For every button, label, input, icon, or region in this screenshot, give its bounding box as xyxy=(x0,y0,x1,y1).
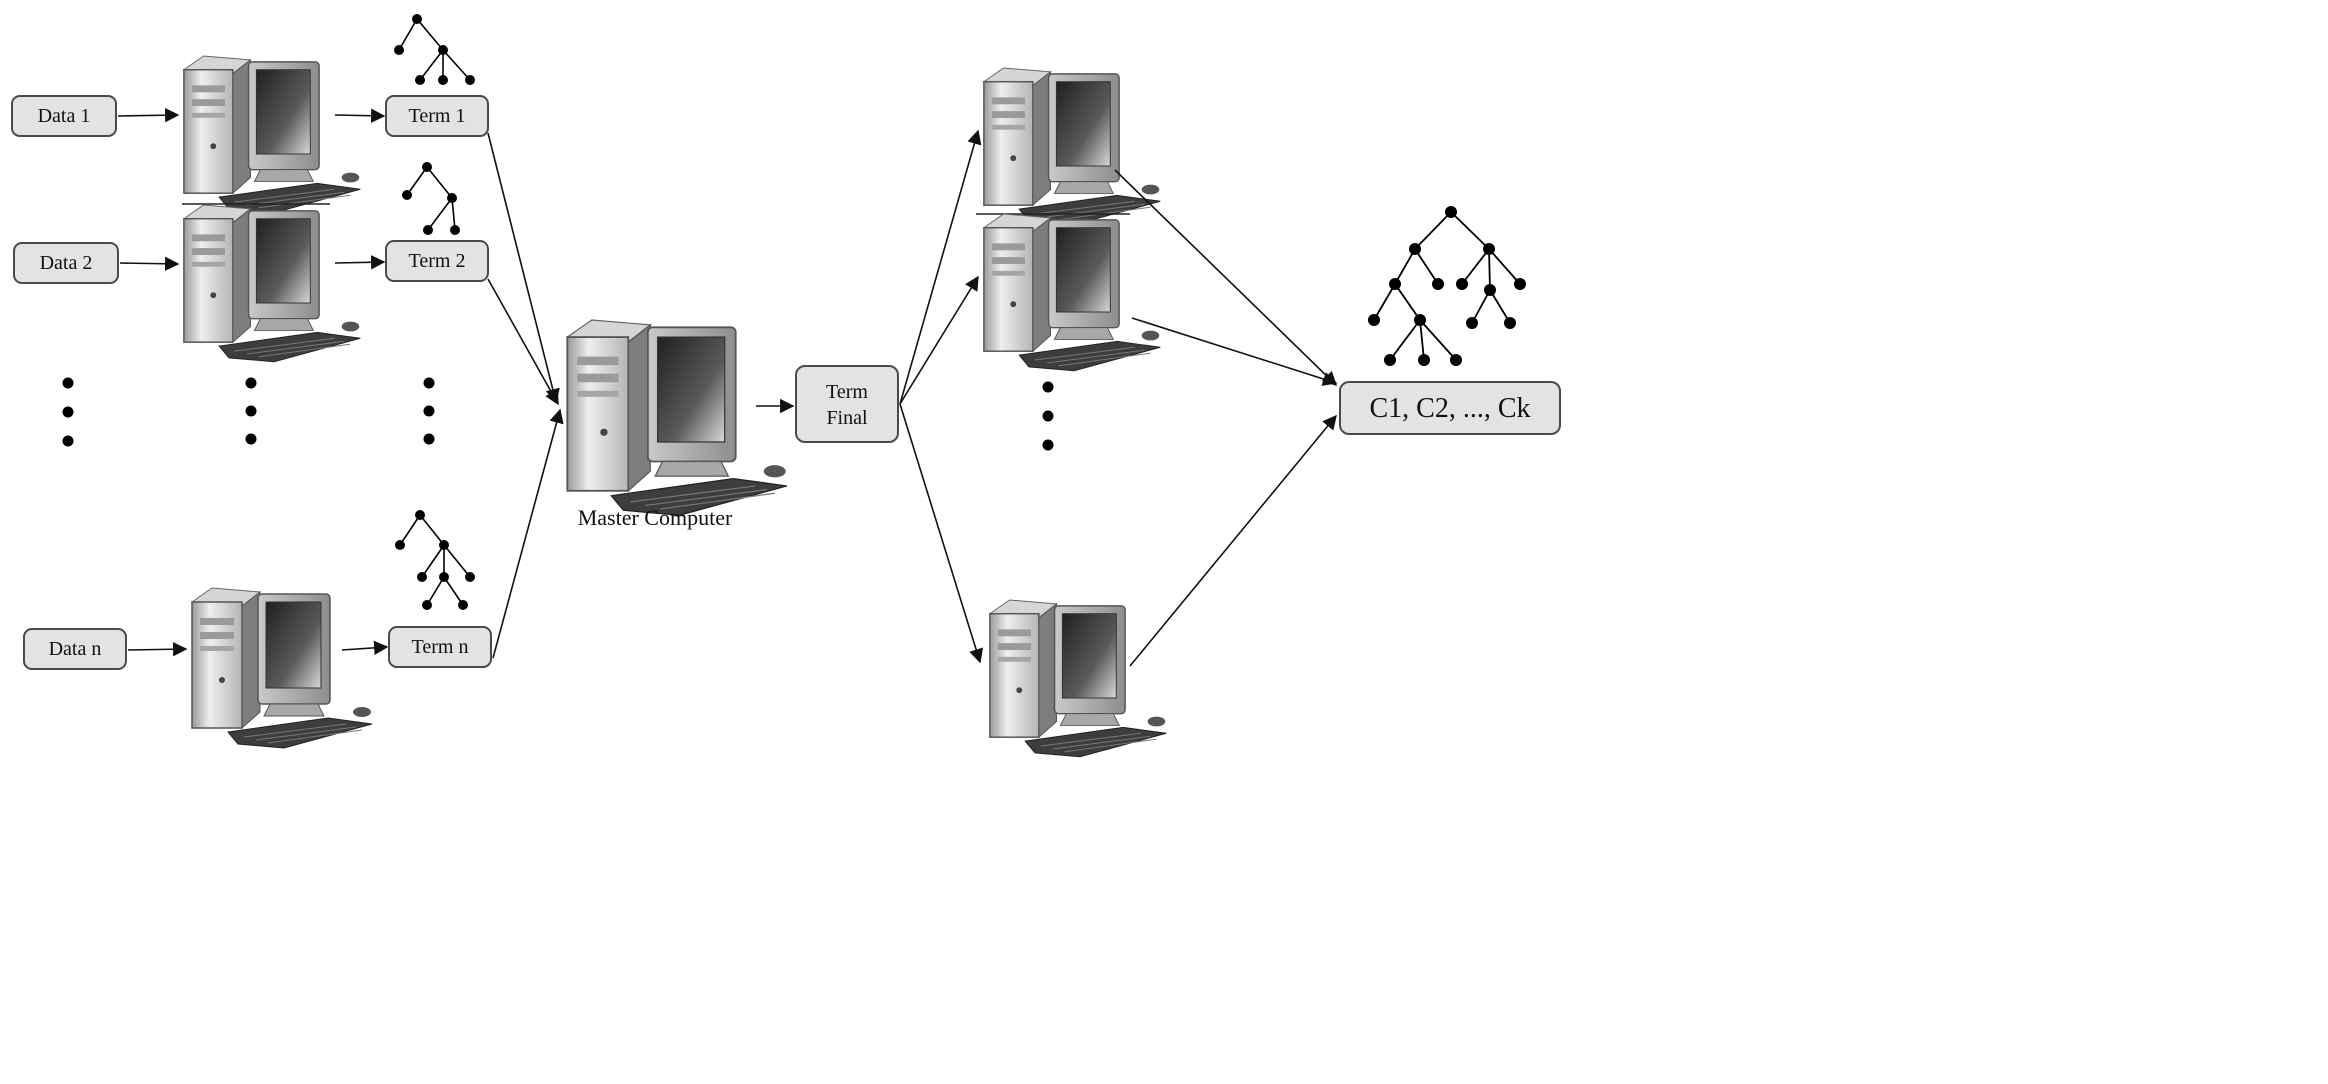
tree-icon-final xyxy=(1368,206,1526,366)
worker-computer-2 xyxy=(183,204,362,363)
distribute-arrows xyxy=(899,129,984,664)
term-box-2: Term 2 xyxy=(385,240,489,282)
cluster-computer-k xyxy=(989,599,1168,758)
result-box: C1, C2, ..., Ck xyxy=(1339,381,1561,435)
tree-icon-term-1 xyxy=(394,14,475,85)
data-box-n: Data n xyxy=(23,628,127,670)
term-final-line2: Final xyxy=(826,407,868,429)
result-arrows xyxy=(1114,169,1338,667)
data-label-2: Data 2 xyxy=(40,252,93,274)
term-label-n: Term n xyxy=(412,636,469,658)
worker-computer-1 xyxy=(183,55,362,214)
result-label: C1, C2, ..., Ck xyxy=(1369,393,1530,424)
term-label-1: Term 1 xyxy=(409,105,466,127)
merge-arrows xyxy=(487,132,564,659)
ellipsis-dots-right xyxy=(1042,381,1054,451)
master-computer xyxy=(566,319,788,517)
tree-icon-term-n xyxy=(395,510,475,610)
master-computer-caption: Master Computer xyxy=(578,505,733,530)
ellipsis-dots-left xyxy=(62,377,435,447)
data-box-1: Data 1 xyxy=(11,95,117,137)
term-final-line1: Term xyxy=(826,381,868,403)
data-label-1: Data 1 xyxy=(38,105,91,127)
data-label-n: Data n xyxy=(49,638,102,660)
tree-icon-term-2 xyxy=(402,162,460,235)
cluster-computer-2 xyxy=(983,213,1162,372)
worker-computer-n xyxy=(191,587,373,749)
term-label-2: Term 2 xyxy=(409,250,466,272)
cluster-computer-1 xyxy=(983,67,1162,226)
input-arrows xyxy=(117,108,389,657)
data-box-2: Data 2 xyxy=(13,242,119,284)
term-box-n: Term n xyxy=(388,626,492,668)
term-box-1: Term 1 xyxy=(385,95,489,137)
term-final-box: Term Final xyxy=(795,365,899,443)
